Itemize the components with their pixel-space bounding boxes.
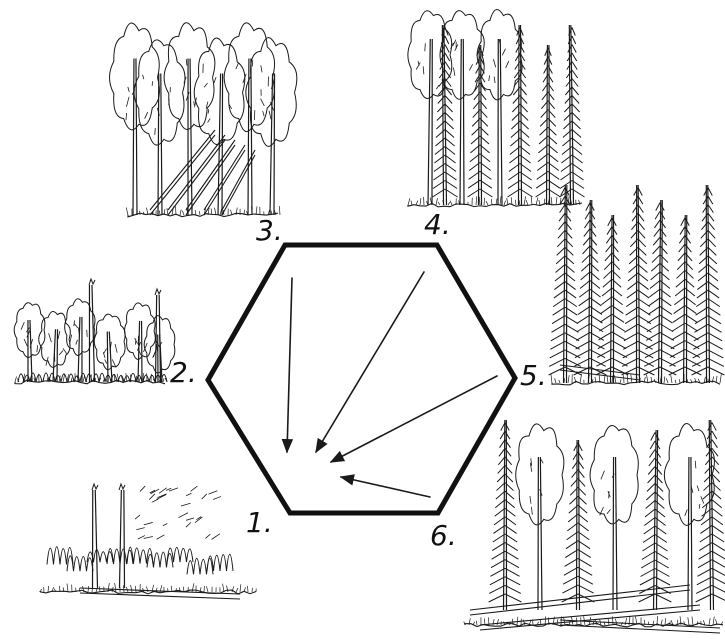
label-stage-6: 6. <box>430 519 457 552</box>
tree-trunk <box>498 39 502 205</box>
fallen-log <box>560 620 720 633</box>
shrub <box>93 373 117 382</box>
ground-grass <box>408 196 580 205</box>
illustration-spruce-fir-forest <box>549 185 725 385</box>
crown-hatching <box>69 320 87 344</box>
tree-trunk <box>120 490 125 588</box>
smoke-foliage-strokes <box>135 486 221 539</box>
label-stage-4: 4. <box>424 208 451 241</box>
tree-trunk <box>519 25 522 205</box>
tree-trunk <box>688 457 692 610</box>
tree-trunk <box>93 490 98 588</box>
label-stage-1: 1. <box>246 506 273 539</box>
tree-trunk <box>78 317 82 382</box>
tree-trunk <box>659 200 663 383</box>
tree-trunk <box>589 200 592 383</box>
spruce-tree <box>562 443 595 602</box>
illustration-mixed-birch-conifer-forest <box>408 10 585 207</box>
crown-hatching <box>600 471 615 516</box>
deciduous-tree-crown <box>477 10 522 100</box>
tree-trunk <box>538 457 542 610</box>
illustration-young-deciduous-thicket <box>14 279 175 384</box>
crown-hatching <box>685 461 704 516</box>
tree-trunk <box>654 430 658 610</box>
illustration-burnt-clearing-regrowth <box>40 484 256 599</box>
dead-snag <box>119 484 125 490</box>
tree-trunk <box>138 321 142 382</box>
illustration-birch-aspen-forest <box>110 23 297 217</box>
shrub <box>147 552 173 567</box>
tree-trunk <box>460 39 464 205</box>
deciduous-tree-crown <box>516 424 564 525</box>
tree-trunk <box>613 457 617 610</box>
dead-snag <box>92 484 98 490</box>
crown-hatching <box>184 59 203 107</box>
arrow-3-to-1 <box>287 278 292 452</box>
deciduous-tree-crown <box>125 303 156 359</box>
dead-snag <box>155 289 161 295</box>
tree-trunk <box>248 59 252 216</box>
deciduous-tree-crown <box>14 303 45 358</box>
illustration-old-growth-forest-with-windfall <box>464 420 725 633</box>
cycle-hexagon <box>208 245 515 513</box>
crown-hatching <box>21 322 38 352</box>
label-stage-5: 5. <box>520 359 547 392</box>
tree-trunk <box>53 329 57 382</box>
tree-trunk <box>577 440 580 610</box>
deciduous-tree-crown <box>164 23 215 130</box>
arrow-6-to-1 <box>341 477 430 497</box>
tree-trunk <box>107 332 112 382</box>
crown-hatching <box>46 331 67 366</box>
tree-trunk <box>89 285 94 382</box>
tree-trunk <box>428 39 432 205</box>
label-stage-2: 2. <box>170 356 197 389</box>
fallen-log <box>150 130 215 215</box>
tree-trunk <box>684 215 687 383</box>
spruce-tree <box>468 48 493 197</box>
deciduous-tree-crown <box>110 23 160 130</box>
arrow-4-to-1 <box>316 272 424 452</box>
fallen-log <box>168 135 225 215</box>
shrub <box>47 547 73 565</box>
tree-trunk <box>611 215 614 383</box>
shrub <box>187 558 213 574</box>
label-stage-3: 3. <box>256 214 283 247</box>
crown-hatching <box>204 77 232 122</box>
dead-snag <box>89 279 95 285</box>
deciduous-tree-crown <box>590 426 638 524</box>
spruce-tree <box>536 48 561 197</box>
shrub <box>207 554 233 571</box>
shrub <box>67 556 93 571</box>
tree-trunk <box>188 59 192 216</box>
